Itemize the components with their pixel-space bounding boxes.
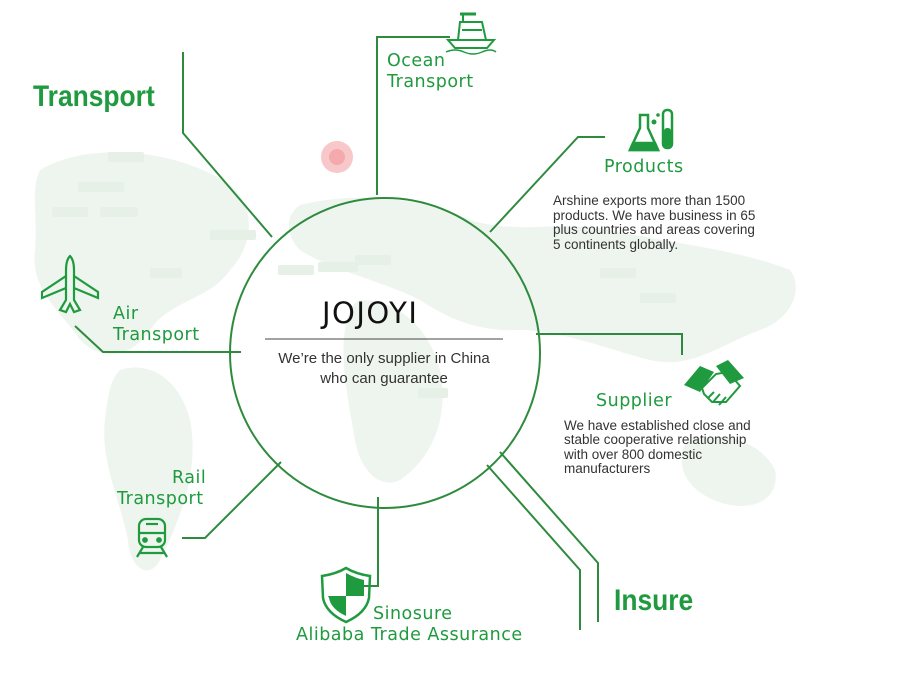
map-word — [600, 268, 636, 278]
map-word — [355, 255, 391, 265]
connector-products — [489, 136, 605, 233]
supplier-desc-line2: stable cooperative relationship — [564, 432, 747, 447]
connector-insure-inner — [499, 451, 599, 622]
map-word — [150, 268, 182, 278]
map-word — [278, 265, 314, 275]
transport-heading: Transport — [33, 80, 155, 113]
shield-icon — [320, 566, 372, 624]
insure-heading: Insure — [614, 584, 694, 617]
connector-air — [74, 325, 241, 353]
products-desc-line2: products. We have business in 65 — [553, 208, 756, 223]
products-desc-line4: 5 continents globally. — [553, 237, 679, 252]
supplier-label: Supplier — [596, 391, 673, 411]
map-pin-marker — [321, 141, 353, 173]
supplier-desc-line1: We have established close and — [564, 418, 751, 433]
air-transport-label-line1: Air — [113, 304, 139, 324]
map-word — [52, 207, 88, 217]
brand-name: JOJOYI — [322, 296, 419, 330]
products-label: Products — [604, 157, 684, 177]
rail-transport-label-line1: Rail — [172, 468, 207, 488]
connector-transport — [182, 52, 273, 238]
ship-icon — [445, 12, 497, 55]
supplier-desc-line3: with over 800 domestic — [564, 447, 703, 462]
sinosure-label-line2: Alibaba Trade Assurance — [296, 625, 523, 645]
airplane-icon — [40, 254, 100, 314]
handshake-icon — [684, 360, 744, 406]
tagline-line2: who can guarantee — [320, 370, 448, 387]
rail-transport-label-line2: Transport — [117, 489, 204, 509]
air-transport-label-line2: Transport — [113, 325, 200, 345]
map-word — [108, 152, 144, 162]
map-word — [318, 262, 358, 272]
map-word — [210, 230, 256, 240]
products-desc-line3: plus countries and areas covering — [553, 222, 755, 237]
connector-insure-outer — [486, 464, 581, 630]
world-map-background — [34, 152, 796, 571]
ocean-transport-label-line2: Transport — [387, 72, 474, 92]
flask-icon — [628, 108, 674, 152]
connector-supplier — [536, 333, 683, 355]
sinosure-label-line1: Sinosure — [373, 604, 453, 624]
tagline-line1: We’re the only supplier in China — [278, 350, 490, 367]
map-word — [640, 293, 676, 303]
map-word — [418, 388, 448, 398]
connector-rail — [182, 461, 282, 539]
ocean-transport-label-line1: Ocean — [387, 51, 446, 71]
train-icon — [136, 517, 168, 558]
map-word — [78, 182, 124, 192]
connector-ocean — [376, 36, 450, 195]
supplier-desc-line4: manufacturers — [564, 461, 651, 476]
map-word — [100, 207, 138, 217]
products-desc-line1: Arshine exports more than 1500 — [553, 193, 746, 208]
